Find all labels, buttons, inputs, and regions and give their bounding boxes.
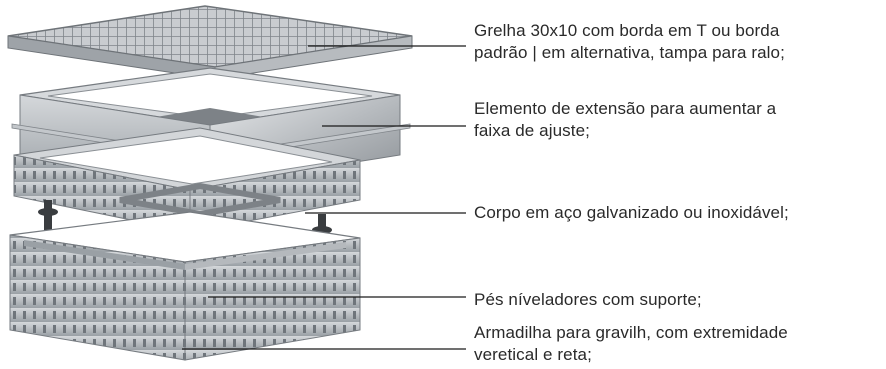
callout-body: Corpo em aço galvanizado ou inoxidável; — [474, 202, 789, 224]
callout-grating: Grelha 30x10 com borda em T ou borda pad… — [474, 20, 785, 64]
callout-trap-line-1: Armadilha para gravilh, com extremidade — [474, 323, 788, 342]
callout-grating-line-2: padrão | em alternativa, tampa para ralo… — [474, 43, 785, 62]
callout-feet: Pés níveladores com suporte; — [474, 289, 702, 311]
callout-extension-line-1: Elemento de extensão para aumentar a — [474, 99, 777, 118]
callout-grating-line-1: Grelha 30x10 com borda em T ou borda — [474, 21, 780, 40]
callout-extension: Elemento de extensão para aumentar a fai… — [474, 98, 776, 142]
callout-trap-line-2: veretical e reta; — [474, 345, 592, 364]
leader-lines — [182, 45, 466, 350]
callout-trap: Armadilha para gravilh, com extremidade … — [474, 322, 788, 366]
body-layer — [13, 127, 361, 296]
callout-body-line-1: Corpo em aço galvanizado ou inoxidável; — [474, 203, 789, 222]
callout-extension-line-2: faixa de ajuste; — [474, 121, 590, 140]
callout-feet-line-1: Pés níveladores com suporte; — [474, 290, 702, 309]
gravel-trap-layer — [9, 211, 361, 361]
